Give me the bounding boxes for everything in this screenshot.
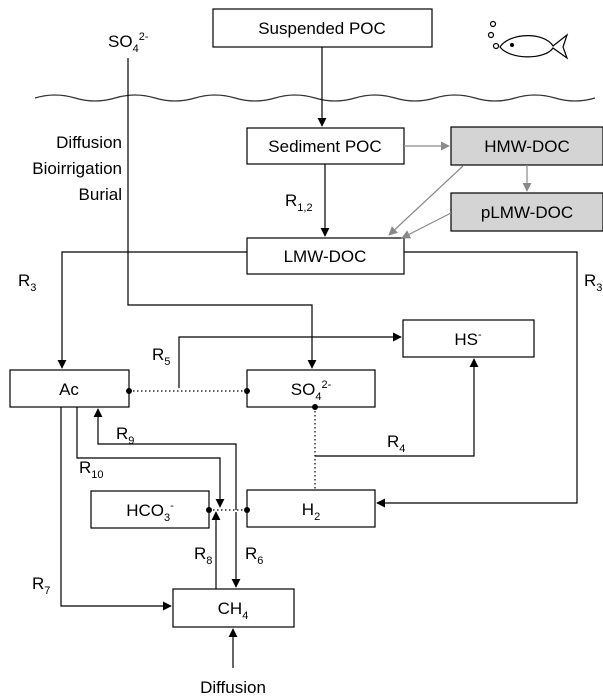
rate-r4: R4 (387, 432, 405, 455)
rate-r9: R9 (116, 424, 134, 447)
suspended-poc-label: Suspended POC (258, 19, 386, 38)
arrow-r3-to-h2 (376, 251, 578, 508)
arrow-r4-to-hs (315, 358, 479, 457)
rate-r3-right: R3 (584, 271, 602, 294)
rate-r8: R8 (194, 544, 212, 567)
arrow-plmw-to-lmw (401, 212, 452, 239)
bubbles-icon (487, 20, 500, 50)
hco3-label: HCO3- (126, 500, 174, 524)
rate-r5: R5 (152, 345, 170, 368)
water-surface-wave (34, 94, 596, 102)
fish-icon (499, 33, 569, 60)
rate-r3-left: R3 (18, 271, 36, 294)
rate-r12: R1,2 (285, 191, 313, 214)
plmw-doc-box (450, 192, 603, 232)
rate-r10: R10 (79, 458, 104, 481)
transport-label-bioirrigation: Bioirrigation (32, 159, 122, 178)
so4-box (246, 369, 376, 408)
hs-label: HS- (454, 329, 482, 349)
so4-top-label: SO42- (108, 31, 149, 55)
h2-box (246, 489, 376, 528)
ch4-box (172, 588, 295, 628)
arrow-r10 (76, 407, 225, 508)
rate-r6: R6 (245, 544, 263, 567)
arrow-r5-to-hs (178, 332, 402, 388)
sediment-poc-label: Sediment POC (268, 137, 381, 156)
arrow-sulfate-supply (127, 58, 317, 369)
transport-label-diffusion: Diffusion (56, 133, 122, 152)
sediment-poc-box (246, 127, 405, 165)
suspended-poc-box (212, 8, 433, 48)
hs-box (402, 319, 535, 358)
lmw-doc-label: LMW-DOC (284, 247, 367, 266)
plmw-doc-label: pLMW-DOC (481, 203, 573, 222)
diffusion-bottom-label: Diffusion (200, 678, 266, 697)
ac-label: Ac (59, 380, 79, 399)
arrow-hmw-to-lmw (388, 165, 464, 236)
arrow-r3-to-ac (57, 251, 247, 369)
hco3-box (90, 490, 210, 529)
transport-label-burial: Burial (79, 185, 122, 204)
hmw-doc-label: HMW-DOC (484, 137, 570, 156)
so4-box-label: SO42- (291, 379, 332, 403)
rate-r7: R7 (32, 574, 50, 597)
arrow-r7-to-ch4 (60, 407, 172, 611)
lmw-doc-box (246, 237, 405, 275)
h2-label: H2 (302, 500, 320, 523)
arrow-r9-to-ac (93, 408, 237, 510)
ch4-label: CH4 (218, 599, 249, 622)
